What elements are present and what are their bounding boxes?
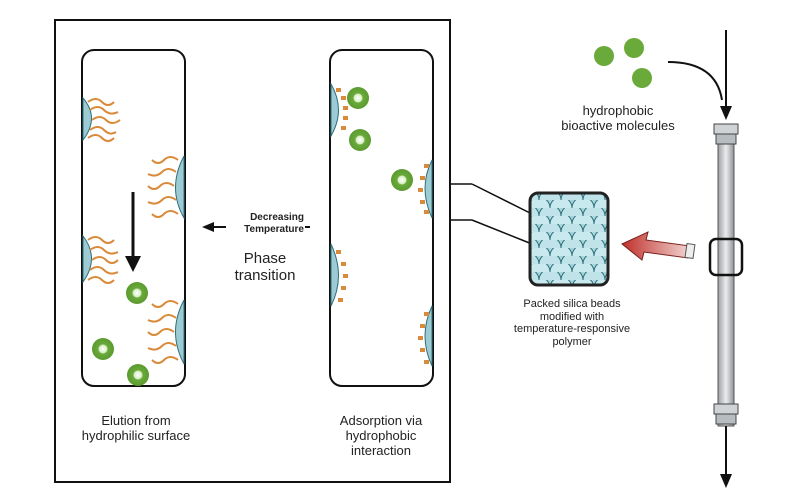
molecule-icon	[347, 87, 369, 109]
hydrophobic-molecules-label: hydrophobic bioactive molecules	[561, 103, 675, 133]
decreasing-temperature-label: Decreasing Temperature	[244, 212, 304, 235]
inflow-arrow-icon	[667, 61, 723, 101]
molecule-icon	[594, 46, 614, 66]
phase-transition-label: Phase transition	[234, 250, 296, 285]
elution-label: Elution from hydrophilic surface	[81, 413, 191, 443]
elution-capillary	[81, 49, 186, 387]
molecule-icon	[391, 169, 413, 191]
adsorption-label: Adsorption via hydrophobic interaction	[339, 413, 423, 458]
packed-beads-box	[528, 191, 610, 287]
column	[708, 123, 744, 427]
molecule-icon	[632, 68, 652, 88]
molecule-icon	[92, 338, 114, 360]
molecule-icon	[127, 364, 149, 386]
molecule-icon	[126, 282, 148, 304]
adsorption-capillary	[329, 49, 434, 387]
molecule-icon	[624, 38, 644, 58]
packed-beads-label: Packed silica beads modified with temper…	[513, 298, 631, 348]
molecule-icon	[349, 129, 371, 151]
red-arrow-icon	[621, 231, 696, 261]
